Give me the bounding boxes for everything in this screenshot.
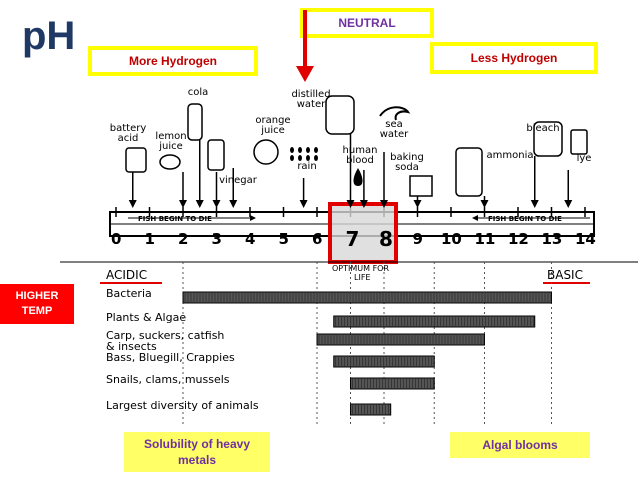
ammonia-spray-icon [455,147,483,197]
solubility-label: Solubility of heavy metals [143,437,251,467]
raindrop-icon [314,155,318,161]
page-title: pH [22,14,76,58]
neutral-label-box: NEUTRAL [300,8,434,38]
organism-label: Carp, suckers, catfish & insects [106,329,225,353]
ph-number-3: 3 [211,230,222,248]
ph-number-9: 9 [412,230,423,248]
ph-number-2: 2 [178,230,189,248]
substance-arrowhead [380,200,388,208]
fish-left-label: FISH BEGIN TO DIE [138,215,212,223]
raindrop-icon [298,155,302,161]
organism-range-bar [182,291,552,304]
less-hydrogen-box: Less Hydrogen [430,42,598,74]
substance-arrowhead [346,200,355,208]
battery-icon [125,147,147,173]
orange-icon [253,139,279,165]
bleach-jug-icon [533,121,563,157]
substance-label: distilled water [291,89,331,110]
raindrop-icon [306,147,310,153]
ph-number-5: 5 [278,230,289,248]
substance-label: vinegar [219,175,257,186]
substance-arrowhead [128,200,137,208]
raindrop-icon [314,147,318,153]
substance-label: lemon juice [155,131,187,152]
ph-number-12: 12 [508,230,529,248]
substance-label: sea water [379,119,409,140]
substance-arrowhead [530,200,539,208]
substance-arrowhead [212,200,221,208]
ph-number-7: 7 [345,227,360,251]
higher-temp-box: HIGHER TEMP [0,284,74,324]
neutral-arrow-head [296,66,314,82]
substance-label: rain [297,161,317,172]
substance-arrowhead [413,200,422,208]
blood-drop-icon [353,168,363,186]
organism-label: Plants & Algae [106,311,187,324]
wave-icon [379,106,411,121]
algal-blooms-box: Algal blooms [450,432,590,458]
organism-range-bar [316,333,485,346]
ph-number-4: 4 [245,230,256,248]
substance-arrowhead [480,200,489,208]
organism-label: Snails, clams, mussels [106,373,230,386]
substance-arrowhead [179,200,187,208]
ph-number-14: 14 [575,230,596,248]
optimum-shade [332,206,394,262]
organism-bars [182,291,552,416]
lye-bottle-icon [570,129,588,155]
vinegar-bottle-icon [207,139,225,171]
fish-right-label: FISH BEGIN TO DIE [488,215,562,223]
organism-label: Bacteria [106,287,152,300]
less-hydrogen-label: Less Hydrogen [470,51,558,65]
substance-arrowhead [229,200,238,208]
organism-label: Largest diversity of animals [106,399,259,412]
acidic-label: ACIDIC [106,268,148,282]
organism-range-bar [333,315,536,328]
ph-number-13: 13 [541,230,563,248]
cola-bottle-icon [187,103,203,141]
substance-label: battery acid [109,123,147,144]
ph-number-6: 6 [312,230,323,248]
raindrop-icon [290,155,294,161]
substance-arrowhead [195,200,204,208]
ph-number-11: 11 [474,230,496,248]
substance-label: lye [576,153,592,164]
raindrop-icon [306,155,310,161]
substance-label: cola [187,87,209,98]
substance-label: ammonia [486,150,534,161]
substance-label: bleach [526,123,560,134]
solubility-box: Solubility of heavy metals [124,432,270,472]
ph-number-10: 10 [441,230,462,248]
algal-blooms-label: Algal blooms [482,438,558,452]
substance-arrows [125,95,588,208]
ph-scale-ticks [115,207,590,221]
neutral-label: NEUTRAL [338,16,396,30]
basic-label: BASIC [547,268,583,282]
higher-temp-label: HIGHER TEMP [15,290,59,317]
substance-label: baking soda [390,152,424,173]
optimum-label-line-2: LIFE [354,273,371,282]
substance-arrowhead [359,200,368,208]
fish-left-arrowhead [250,215,256,221]
more-hydrogen-label: More Hydrogen [128,54,217,68]
ph-number-1: 1 [144,230,155,248]
baking-soda-box-icon [409,175,433,197]
fish-right-arrowhead [472,215,478,221]
ph-number-8: 8 [379,227,393,251]
raindrop-icon [290,147,294,153]
substance-label: human blood [342,145,378,166]
organism-range-bar [350,377,435,390]
more-hydrogen-box: More Hydrogen [88,46,258,76]
substance-arrowhead [299,200,308,208]
substance-arrowhead [564,200,573,208]
raindrop-icon [298,147,302,153]
optimum-label-line-1: OPTIMUM FOR [332,264,390,273]
lemon-icon [159,154,181,170]
water-jug-icon [325,95,355,135]
organism-label: Bass, Bluegill, Crappies [106,351,235,364]
ph-number-0: 0 [111,230,122,248]
substance-label: orange juice [255,115,291,136]
